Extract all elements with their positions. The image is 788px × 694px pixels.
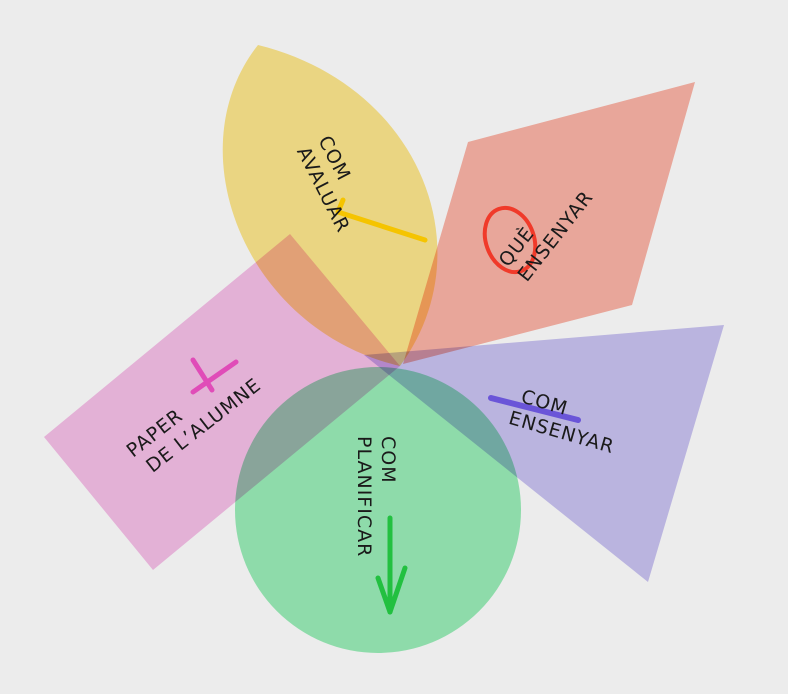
cross-icon [190,357,239,395]
petal-com-planificar [235,367,521,653]
check-icon [335,197,428,243]
petal-que-ensenyar [403,82,695,364]
petal-com-avaluar [222,45,438,366]
circle-mark-icon [482,205,538,275]
down-arrow-icon [375,515,408,615]
label-com-planificar: COM PLANIFICAR [353,436,399,557]
underline-mark-icon [488,395,581,423]
